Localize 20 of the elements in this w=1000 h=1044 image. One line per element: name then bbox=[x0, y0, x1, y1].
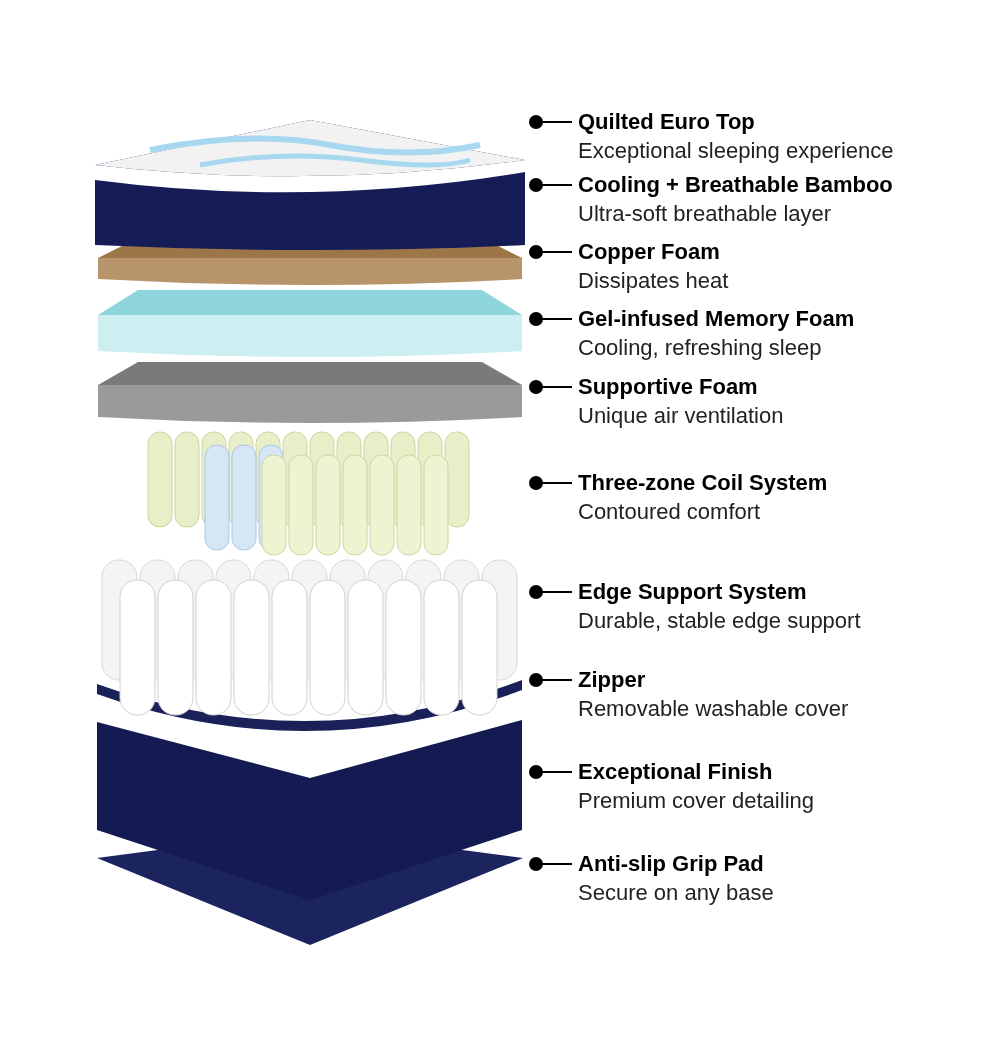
layer-title: Copper Foam bbox=[578, 238, 721, 266]
layer-title: Supportive Foam bbox=[578, 373, 759, 401]
layer-title: Quilted Euro Top bbox=[578, 108, 756, 136]
layer-description: Cooling, refreshing sleep bbox=[578, 334, 823, 362]
layer-description: Ultra-soft breathable layer bbox=[578, 200, 833, 228]
layer-description: Removable washable cover bbox=[578, 695, 849, 723]
layer-title: Anti-slip Grip Pad bbox=[578, 850, 765, 878]
layer-description: Dissipates heat bbox=[578, 267, 729, 295]
layer-description: Secure on any base bbox=[578, 879, 774, 907]
layer-title: Zipper bbox=[578, 666, 647, 694]
layer-title: Cooling + Breathable Bamboo bbox=[578, 171, 893, 199]
layer-title: Edge Support System bbox=[578, 578, 808, 606]
layer-description: Durable, stable edge support bbox=[578, 607, 861, 635]
layer-title: Exceptional Finish bbox=[578, 758, 774, 786]
layer-title: Gel-infused Memory Foam bbox=[578, 305, 855, 333]
layer-description: Unique air ventilation bbox=[578, 402, 784, 430]
layer-description: Exceptional sleeping experience bbox=[578, 137, 894, 165]
layer-description: Contoured comfort bbox=[578, 498, 762, 526]
layer-title: Three-zone Coil System bbox=[578, 469, 828, 497]
layer-description: Premium cover detailing bbox=[578, 787, 814, 815]
